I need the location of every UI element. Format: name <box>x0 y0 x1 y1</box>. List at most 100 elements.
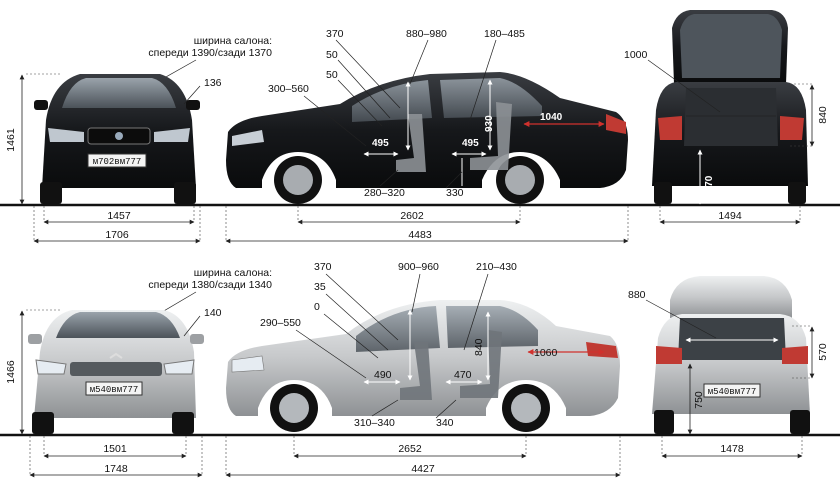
bottom-angle-b-leader <box>323 313 379 359</box>
top-seat-back-angle-label: 370 <box>326 28 344 40</box>
top-front-mirror-left <box>34 100 48 110</box>
top-rear-headroom-leader <box>469 39 497 121</box>
top-mirror-leader <box>183 85 201 105</box>
top-front-headroom-label: 880–980 <box>406 28 447 40</box>
top-front-view: ширина салона: спереди 1390/сзади 1370 м… <box>5 35 272 244</box>
bottom-trunk-opening-height-label: 570 <box>817 343 829 361</box>
bottom-trunk-opening-width-leader <box>645 299 717 339</box>
bottom-row: ширина салона: спереди 1380/сзади 1340 м… <box>0 261 840 478</box>
bottom-mirror-leader <box>183 315 201 337</box>
bottom-side-headlight <box>231 355 265 373</box>
top-side-rear-seat <box>470 102 512 170</box>
top-rear-trunk-opening <box>684 88 778 146</box>
top-side-taillight <box>606 114 626 134</box>
top-mirror-offset-label: 136 <box>204 77 222 89</box>
top-rear-headroom-label: 180–485 <box>484 28 525 40</box>
top-side-rear-rim <box>505 165 535 195</box>
bottom-front-plate <box>85 381 143 396</box>
top-wheelbase-label: 2602 <box>400 210 424 222</box>
top-front-headroom-leader <box>409 39 429 85</box>
bottom-rear-track-label: 1478 <box>720 443 744 455</box>
bottom-front-plate-text: м540вм777 <box>90 385 139 395</box>
bottom-rear-tire-left <box>654 410 674 434</box>
top-rear-tire-left <box>654 182 672 204</box>
bottom-width-label: 1748 <box>104 463 128 475</box>
top-front-tire-left <box>40 182 62 204</box>
bottom-track-label: 1501 <box>103 443 127 455</box>
top-side-front-seat <box>396 114 426 172</box>
top-front-plate <box>87 153 147 168</box>
bottom-seat-back-angle-label: 370 <box>314 261 332 273</box>
bottom-rear-headroom-leader <box>463 273 489 351</box>
bottom-rear-headroom-label: 210–430 <box>476 261 517 273</box>
top-rear-view: 1000 840 670 1494 <box>624 10 829 225</box>
bottom-front-mirror-left <box>28 334 42 344</box>
top-track-label: 1457 <box>107 210 131 222</box>
bottom-rear-taillight-right <box>782 346 808 364</box>
bottom-angle-a-leader <box>325 293 389 351</box>
top-front-headlight-left <box>48 128 84 142</box>
top-angle-a-leader <box>337 59 391 119</box>
top-front-logo <box>115 132 123 140</box>
bottom-rear-plate-text: м540вм777 <box>708 387 757 397</box>
top-rear-tire-right <box>788 182 806 204</box>
bottom-rear-seat-height-label: 340 <box>436 417 454 429</box>
top-cabin-width-label-2: спереди 1390/сзади 1370 <box>148 47 272 59</box>
bottom-trunk-opening-width-label: 880 <box>628 289 646 301</box>
bottom-mirror-offset-label: 140 <box>204 307 222 319</box>
bottom-seat-back-angle-leader <box>325 273 399 341</box>
top-rear-seat-depth-label: 495 <box>462 138 479 149</box>
bottom-front-grille <box>70 362 162 376</box>
top-rear-hatch-glass <box>680 14 782 78</box>
bottom-front-seat-depth-label: 490 <box>374 369 392 381</box>
top-trunk-opening-width-label: 1000 <box>624 49 648 61</box>
bottom-rear-seat-depth-label: 470 <box>454 369 472 381</box>
bottom-side-rear-window <box>446 306 538 348</box>
top-front-windshield <box>62 78 176 108</box>
top-front-mirror-right <box>186 100 200 110</box>
top-cabin-width-label-1: ширина салона: <box>194 35 272 47</box>
bottom-side-front-rim <box>279 393 309 423</box>
top-trunk-length-label: 1040 <box>540 112 563 123</box>
bottom-front-headlight-left <box>35 359 67 375</box>
top-rear-seat-height-label: 330 <box>446 187 464 199</box>
bottom-rear-trunk-opening <box>678 318 786 360</box>
top-side-front-window <box>352 80 432 122</box>
top-length-label: 4483 <box>408 229 432 241</box>
bottom-front-headroom-label: 900–960 <box>398 261 439 273</box>
bottom-angle-b-label: 0 <box>314 301 320 313</box>
bottom-front-seat-height-label: 310–340 <box>354 417 395 429</box>
top-front-tire-right <box>174 182 196 204</box>
bottom-rear-view: м540вм777 880 570 750 1478 <box>628 276 829 459</box>
top-front-legroom-label: 300–560 <box>268 83 309 95</box>
top-front-legroom-leader <box>303 95 367 147</box>
top-width-label: 1706 <box>105 229 129 241</box>
bottom-cabin-width-label-2: спереди 1380/сзади 1340 <box>148 279 272 291</box>
top-front-seat-height-label: 280–320 <box>364 187 405 199</box>
bottom-rear-seat-height-leader <box>435 399 457 419</box>
bottom-rear-open-lid <box>670 276 792 318</box>
top-angle-b-label: 50 <box>326 69 338 81</box>
top-rear-taillight-left <box>658 116 682 140</box>
bottom-rear-plate <box>703 383 761 398</box>
top-rear-seat-height-leader <box>445 171 463 189</box>
bottom-height-label: 1466 <box>5 360 17 384</box>
top-side-view: 495 495 930 1040 370 50 50 880–980 180–4… <box>225 28 629 244</box>
bottom-side-view: 490 470 840 1060 370 35 0 900–960 210–43… <box>225 261 621 478</box>
top-front-seat-depth-label: 495 <box>372 138 389 149</box>
top-rear-track-label: 1494 <box>718 210 742 222</box>
bottom-side-rear-seat <box>460 330 502 398</box>
bottom-cabin-width-label-1: ширина салона: <box>194 267 272 279</box>
top-row: ширина салона: спереди 1390/сзади 1370 м… <box>0 10 840 244</box>
bottom-front-tire-left <box>32 412 54 434</box>
bottom-rear-height-label: 840 <box>473 338 485 356</box>
bottom-front-windshield <box>56 312 180 338</box>
bottom-front-tire-right <box>172 412 194 434</box>
bottom-wheelbase-label: 2652 <box>398 443 422 455</box>
top-side-headlight <box>232 130 264 146</box>
bottom-front-legroom-label: 290–550 <box>260 317 301 329</box>
top-angle-a-label: 50 <box>326 49 338 61</box>
top-rear-taillight-right <box>780 116 804 140</box>
top-height-label: 1461 <box>5 128 17 152</box>
